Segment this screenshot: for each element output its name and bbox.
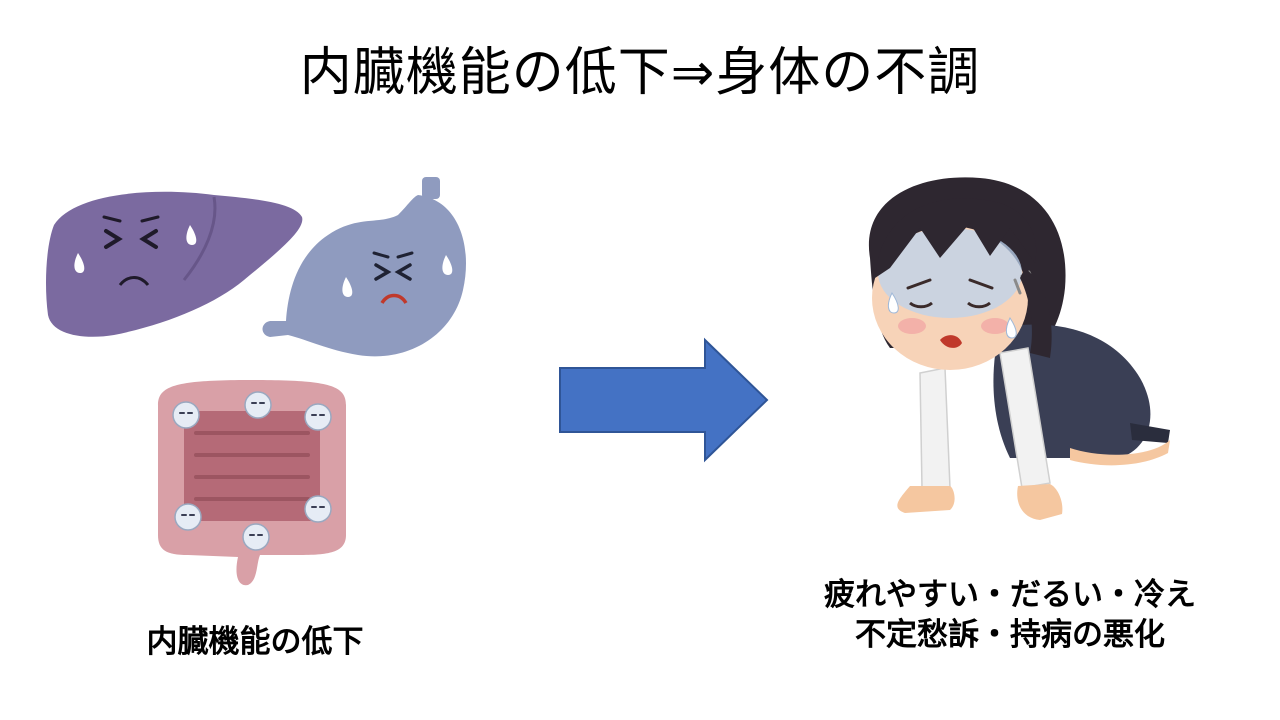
liver-illustration [46, 191, 303, 337]
right-caption: 疲れやすい・だるい・冷え 不定愁訴・持病の悪化 [760, 575, 1260, 656]
tired-woman-illustration [868, 177, 1170, 520]
intestine-illustration [158, 380, 346, 586]
right-caption-line1: 疲れやすい・だるい・冷え [824, 577, 1196, 613]
right-caption-line2: 不定愁訴・持病の悪化 [855, 617, 1165, 654]
right-arrow-icon [559, 337, 769, 463]
slide-title: 内臓機能の低下⇒身体の不調 [299, 43, 981, 103]
stomach-illustration [262, 177, 466, 357]
left-caption: 内臓機能の低下 [146, 624, 364, 660]
